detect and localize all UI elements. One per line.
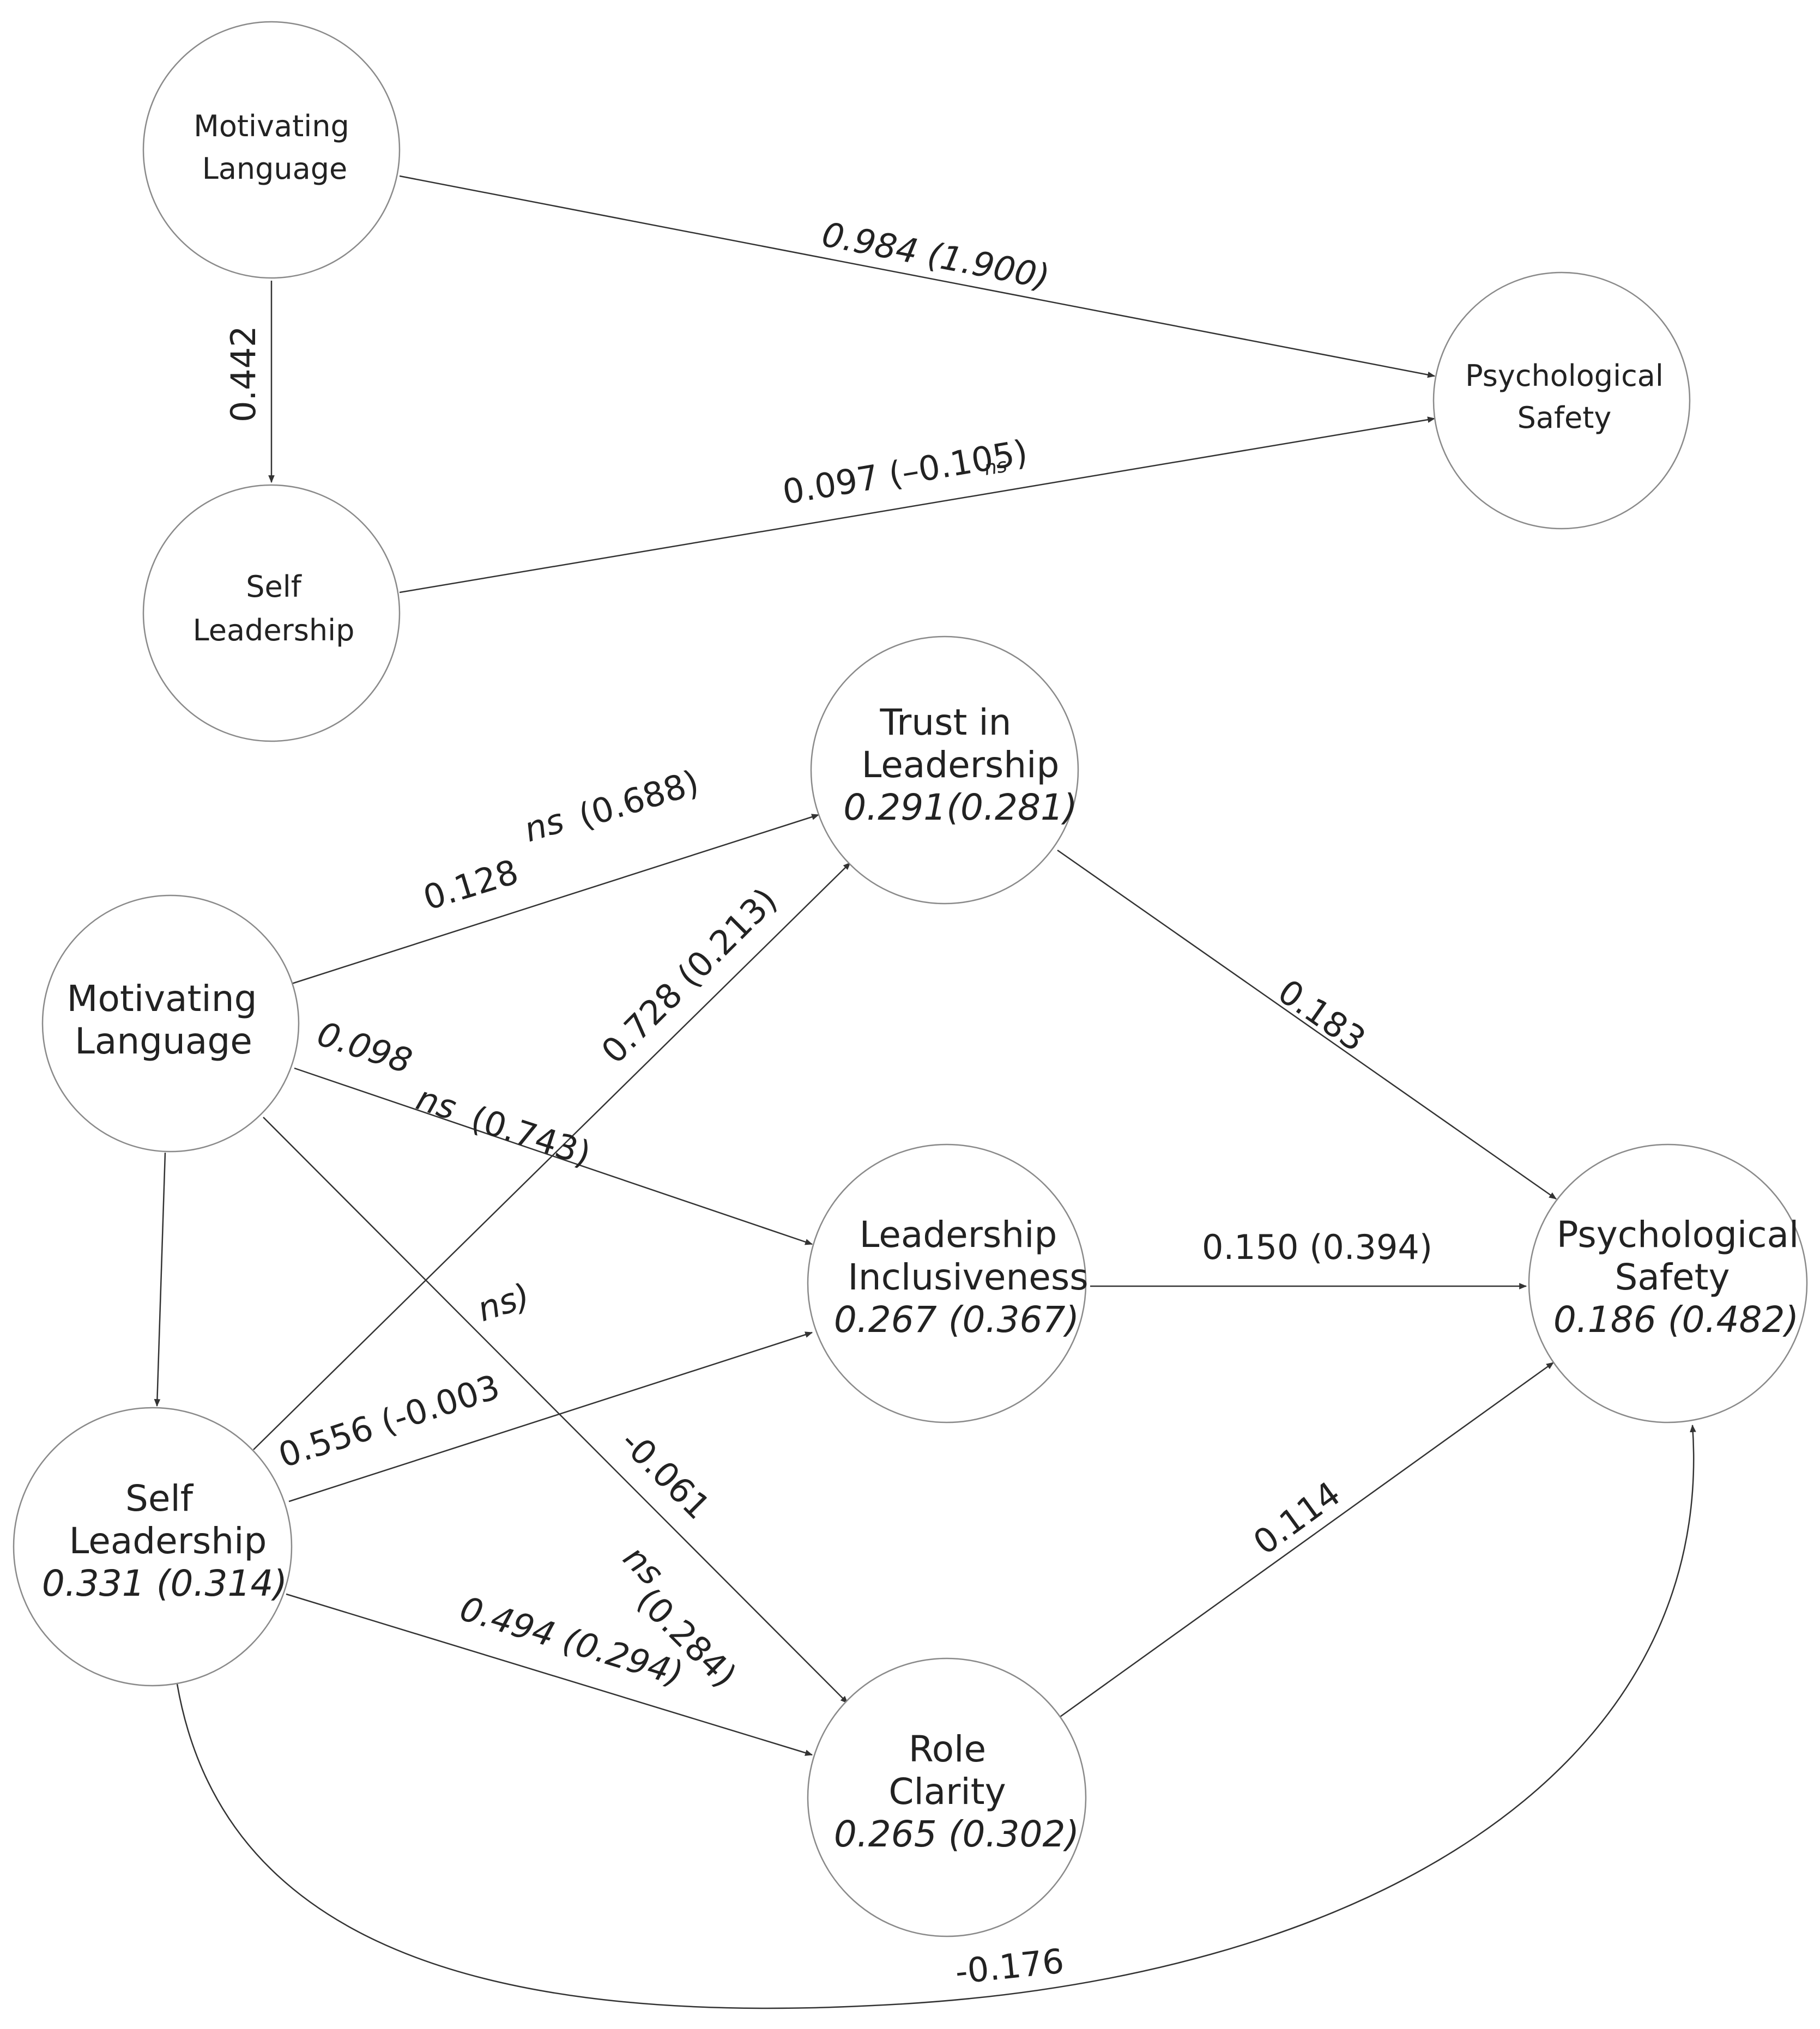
svg-text:Safety: Safety	[1517, 401, 1612, 435]
edge-sl-to-ps-curve	[176, 1424, 1696, 2009]
svg-text:0.265 (0.302): 0.265 (0.302)	[834, 1813, 1079, 1855]
node-role-clarity: Role Clarity 0.265 (0.302)	[807, 1657, 1087, 1937]
top-label-ml-to-ps: 0.984 (1.900)	[819, 214, 1053, 297]
svg-text:Motivating: Motivating	[67, 978, 257, 1020]
label-sl-to-li: 0.556 (-0.003	[274, 1367, 504, 1476]
label-ml-to-li-value: 0.098	[312, 1014, 416, 1081]
label-tl-to-ps: 0.183	[1271, 971, 1372, 1059]
top-label-sl-to-ps-ns: ns	[983, 455, 1009, 480]
edge-ml-to-sl	[154, 1152, 166, 1407]
svg-text:Trust in: Trust in	[880, 701, 1012, 743]
top-label-ml-to-sl: 0.442	[223, 326, 263, 423]
label-li-to-ps: 0.150 (0.394)	[1202, 1227, 1432, 1267]
label-ml-to-tl-ns: ns	[519, 801, 569, 850]
svg-text:0.267 (0.367): 0.267 (0.367)	[834, 1299, 1079, 1341]
svg-text:Leadership: Leadership	[862, 744, 1060, 786]
svg-text:Leadership: Leadership	[69, 1520, 267, 1562]
svg-text:0.186 (0.482): 0.186 (0.482)	[1553, 1299, 1799, 1341]
svg-text:Psychological: Psychological	[1557, 1214, 1799, 1256]
svg-text:Self: Self	[125, 1477, 194, 1519]
svg-text:Leadership: Leadership	[193, 613, 355, 647]
label-sl-to-ps-curve: -0.176	[953, 1941, 1066, 1991]
edge-tl-to-ps	[1057, 849, 1557, 1200]
top-node-psychological-safety: Psychological Safety	[1432, 271, 1691, 530]
top-edge-sl-to-ps	[399, 416, 1436, 593]
svg-text:Language: Language	[202, 152, 348, 186]
edge-ml-to-li	[294, 1067, 813, 1245]
node-motivating-language: Motivating Language	[41, 894, 300, 1153]
node-psychological-safety: Psychological Safety 0.186 (0.482)	[1528, 1143, 1808, 1424]
edge-ml-to-rc	[263, 1117, 848, 1704]
edge-sl-to-rc	[286, 1593, 813, 1756]
svg-text:Inclusiveness: Inclusiveness	[848, 1256, 1088, 1298]
top-edge-ml-to-ps	[399, 175, 1436, 378]
svg-text:Psychological: Psychological	[1465, 359, 1664, 393]
svg-text:Role: Role	[909, 1728, 986, 1770]
edge-sl-to-li	[288, 1331, 813, 1503]
top-node-self-leadership: Self Leadership	[142, 484, 401, 742]
label-sl-to-li-ns: ns)	[473, 1275, 535, 1329]
label-ml-to-li-ns: ns	[412, 1078, 461, 1128]
svg-text:Safety: Safety	[1615, 1256, 1730, 1298]
label-ml-to-tl-value: 0.128	[419, 852, 523, 918]
node-leadership-inclusiveness: Leadership Inclusiveness 0.267 (0.367)	[807, 1143, 1089, 1424]
svg-text:Self: Self	[246, 570, 303, 604]
edge-sl-to-tl	[253, 862, 851, 1450]
top-node-motivating-language: Motivating Language	[142, 21, 401, 279]
bottom-model: 0.128 ns (0.688) 0.728 (0.213) 0.098 ns …	[13, 635, 1808, 2009]
node-self-leadership: Self Leadership 0.331 (0.314)	[13, 1407, 293, 1687]
svg-text:Leadership: Leadership	[860, 1214, 1057, 1256]
edge-rc-to-ps	[1060, 1361, 1554, 1718]
label-ml-to-tl-paren: (0.688)	[574, 762, 703, 836]
svg-text:Clarity: Clarity	[888, 1771, 1006, 1813]
svg-text:Motivating: Motivating	[194, 109, 349, 143]
svg-text:0.331 (0.314): 0.331 (0.314)	[42, 1562, 287, 1604]
node-trust-in-leadership: Trust in Leadership 0.291(0.281)	[810, 635, 1079, 905]
label-sl-to-tl: 0.728 (0.213)	[594, 880, 785, 1071]
top-model: 0.984 (1.900) 0.442 0.097 (–0.105) ns Mo…	[142, 21, 1691, 742]
label-rc-to-ps: 0.114	[1246, 1474, 1348, 1562]
svg-text:0.291(0.281): 0.291(0.281)	[843, 786, 1077, 828]
svg-text:Language: Language	[75, 1020, 252, 1062]
label-ml-to-rc-value: -0.061	[613, 1422, 718, 1527]
label-ml-to-li-paren: (0.743)	[466, 1098, 595, 1174]
edge-ml-to-tl	[291, 814, 820, 985]
